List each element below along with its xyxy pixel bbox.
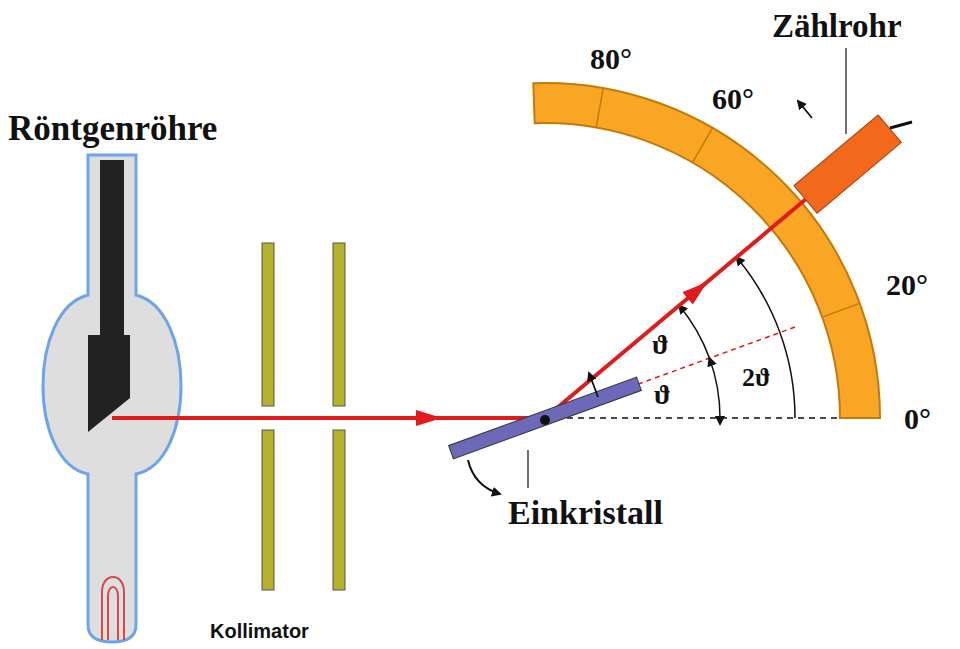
scale-mark: 60° [712,82,754,115]
tube-envelope [43,155,181,642]
counter-wire [890,122,912,128]
scale-mark: 80° [590,42,632,75]
part-name: Röntgenröhre [8,110,217,149]
angle-symbol: 2ϑ [742,364,771,393]
angle-symbol: ϑ [652,330,669,361]
angle-arc [737,257,796,418]
rotation-arrow [468,460,500,494]
scale-mark: 20° [886,268,928,301]
collimator-plate [333,243,345,406]
angle-scale [533,83,880,418]
collimator-plate [333,430,345,590]
reflected-beam [700,194,812,288]
filament [102,577,124,640]
collimator-plate [262,243,274,406]
normal-arrow [589,373,598,397]
cathode-rod [100,160,124,340]
part-name: Kollimator [210,620,309,642]
leader-line [527,450,528,488]
motion-arrow [798,101,812,118]
collimator-plate [262,430,274,590]
leader-line [845,48,846,134]
angle-symbol: ϑ [654,380,671,411]
incident-beam [112,416,440,420]
angle-arc [709,358,720,418]
zero-line [545,417,838,419]
part-name: Einkristall [508,494,663,531]
reflected-beam [545,283,706,418]
scale-mark: 0° [904,402,931,435]
single-crystal [449,377,642,459]
pivot-dot [540,415,550,425]
angle-arc [679,306,709,359]
part-name: Zählrohr [772,8,902,44]
counter-tube [794,115,901,213]
